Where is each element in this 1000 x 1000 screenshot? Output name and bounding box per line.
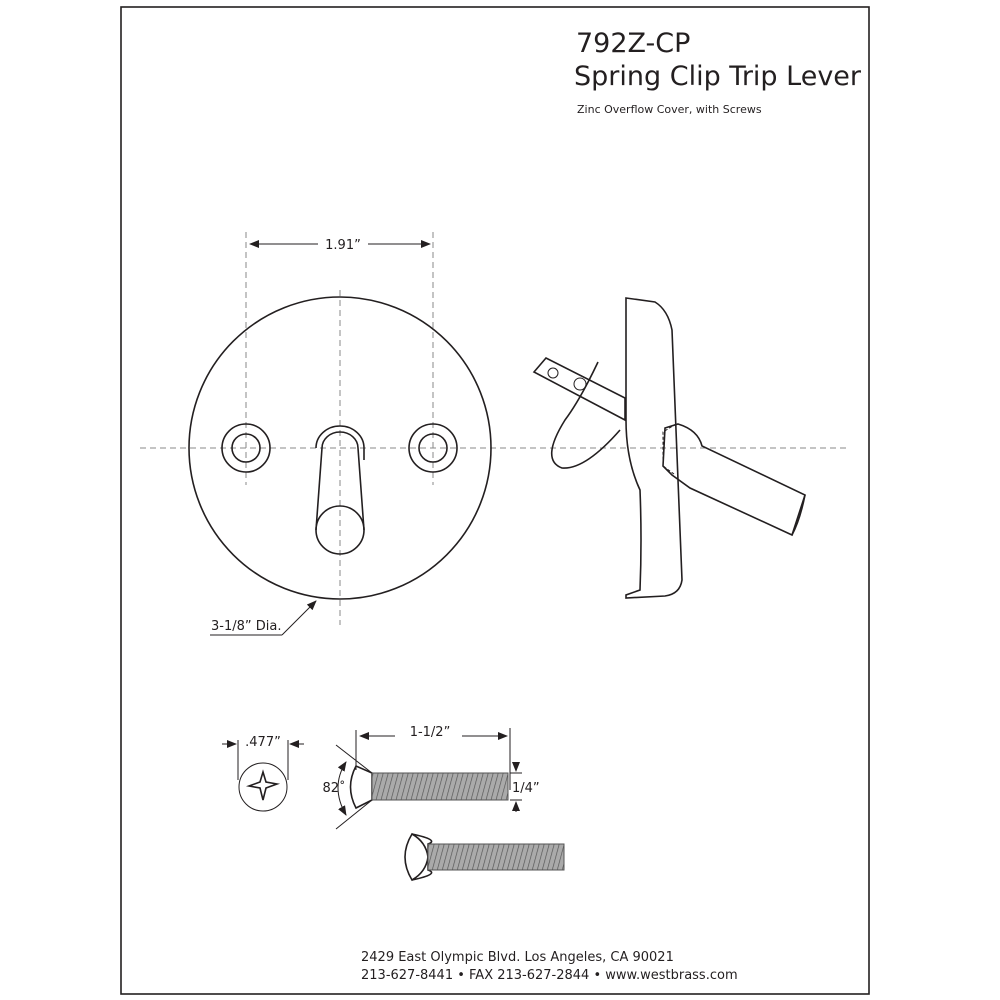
cover-plate	[188, 296, 492, 600]
diameter-dimension: 3-1/8” Dia.	[211, 619, 281, 634]
screw-head-dimension: .477”	[245, 735, 281, 750]
head-angle-dimension: 82˚	[322, 780, 345, 796]
front-view: 1.91” 3-1/8” Dia.	[140, 232, 850, 636]
screw-top-view: .477”	[222, 735, 304, 812]
hole-spacing-dimension: 1.91”	[325, 238, 361, 253]
screw-side-view: 1-1/2” 82˚ 1/4”	[322, 725, 540, 830]
sheet-border	[120, 6, 870, 995]
screw-hole-left	[221, 423, 271, 473]
product-title: Spring Clip Trip Lever	[574, 61, 862, 92]
part-number: 792Z-CP	[576, 28, 690, 59]
product-subtitle: Zinc Overflow Cover, with Screws	[577, 103, 762, 116]
footer-address: 2429 East Olympic Blvd. Los Angeles, CA …	[361, 950, 674, 965]
screw-oval-head	[404, 832, 565, 882]
lever-hub	[315, 425, 365, 460]
trip-lever	[315, 431, 365, 531]
phillips-recess-icon	[245, 769, 281, 801]
footer-contact: 213-627-8441 • FAX 213-627-2844 • www.we…	[361, 968, 738, 983]
screw-head-circle	[238, 762, 288, 812]
screw-length-dimension: 1-1/2”	[410, 725, 451, 740]
screw-diameter-dimension: 1/4”	[512, 781, 540, 796]
screw-hole-right	[408, 423, 458, 473]
side-view	[532, 297, 806, 599]
